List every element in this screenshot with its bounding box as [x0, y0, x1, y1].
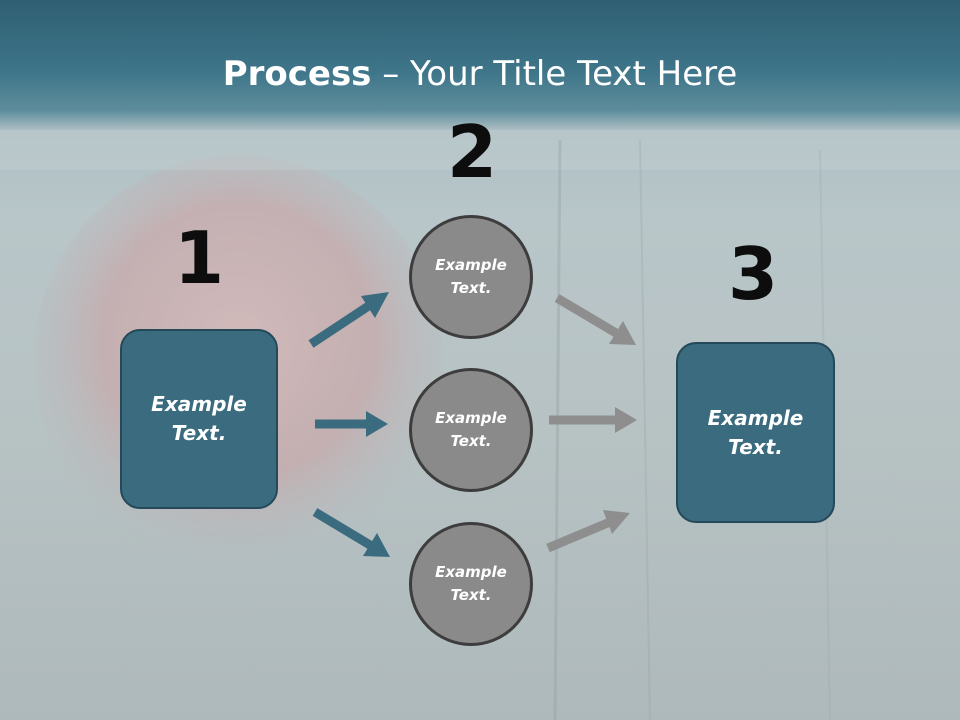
node-3-label: Example Text.: [435, 563, 507, 604]
title-rest: – Your Title Text Here: [371, 54, 738, 94]
step-number-2: 2: [446, 110, 498, 194]
header-band: [0, 0, 960, 130]
step-number-1: 1: [173, 216, 225, 300]
step-3-label: Example Text.: [707, 405, 804, 459]
step-3-box: Example Text.: [676, 342, 835, 523]
arrow-node1-to-box3: [554, 294, 636, 345]
title-bold: Process: [222, 54, 372, 94]
node-circle-2: Example Text.: [409, 368, 533, 492]
arrow-node3-to-box3: [546, 510, 630, 553]
arrow-node2-to-box3: [549, 407, 637, 433]
step-1-label: Example Text.: [151, 392, 247, 445]
node-1-label: Example Text.: [435, 256, 507, 297]
arrow-box1-to-node2: [315, 411, 388, 437]
node-2-label: Example Text.: [435, 409, 507, 450]
step-number-3: 3: [727, 232, 779, 316]
arrow-box1-to-node1: [308, 292, 389, 348]
node-circle-1: Example Text.: [409, 215, 533, 339]
node-circle-3: Example Text.: [409, 522, 533, 646]
slide-title: Process – Your Title Text Here: [0, 52, 960, 96]
step-1-box: Example Text.: [120, 329, 278, 509]
arrow-box1-to-node3: [312, 508, 390, 557]
